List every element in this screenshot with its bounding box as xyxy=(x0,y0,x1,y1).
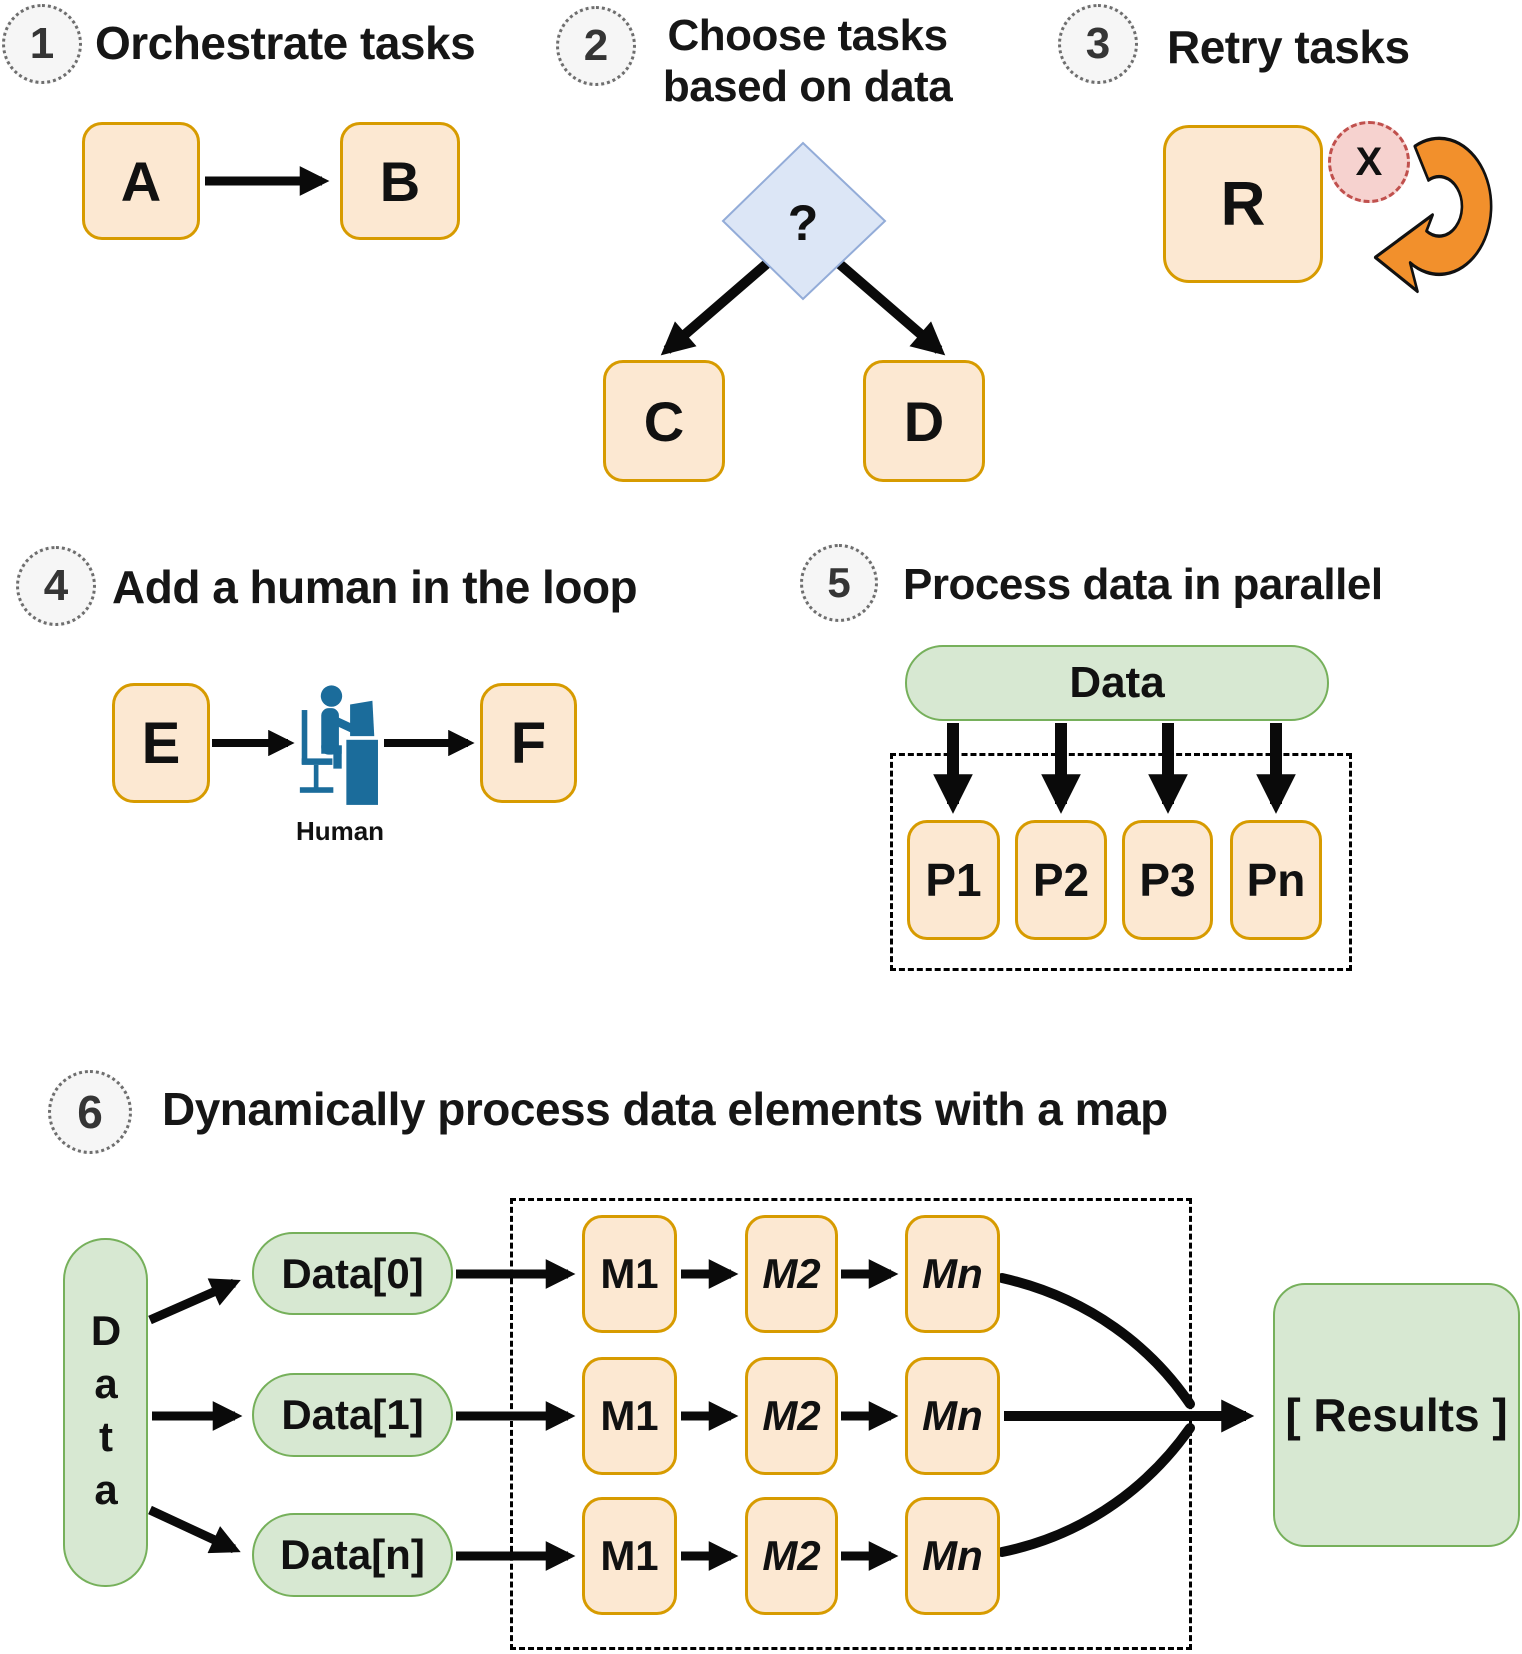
parallel-branch-container xyxy=(890,753,1352,971)
parallel-node-p2: P2 xyxy=(1015,820,1107,940)
task-node-a: A xyxy=(82,122,200,240)
failure-badge: X xyxy=(1328,121,1410,203)
badge-number: 2 xyxy=(583,21,609,70)
map-data-source: Data xyxy=(63,1238,148,1587)
badge-number: 3 xyxy=(1085,19,1111,68)
badge-number: 6 xyxy=(77,1086,103,1138)
map-step-m1-row2: M1 xyxy=(582,1357,677,1475)
section-2-title-line2: based on data xyxy=(662,62,953,112)
map-step-m2-row3: M2 xyxy=(745,1497,838,1615)
task-node-f: F xyxy=(480,683,577,803)
parallel-data-source: Data xyxy=(905,645,1329,721)
map-item-0: Data[0] xyxy=(252,1232,453,1315)
curve-mn-row1-to-results xyxy=(997,1273,1195,1409)
section-4-badge: 4 xyxy=(16,546,96,626)
map-step-m2-row2: M2 xyxy=(745,1357,838,1475)
parallel-node-pn: Pn xyxy=(1230,820,1322,940)
section-3-title: Retry tasks xyxy=(1167,21,1410,73)
badge-number: 5 xyxy=(827,559,851,606)
section-6-badge: 6 xyxy=(48,1070,132,1154)
parallel-node-p1: P1 xyxy=(907,820,1000,940)
section-1-title: Orchestrate tasks xyxy=(95,17,476,69)
parallel-node-p3: P3 xyxy=(1122,820,1213,940)
badge-number: 4 xyxy=(43,561,69,610)
arrow-data-to-itemn xyxy=(148,1505,241,1554)
retry-loop-icon xyxy=(1373,136,1493,294)
map-step-mn-row2: Mn xyxy=(905,1357,1000,1475)
section-1-badge: 1 xyxy=(2,4,82,84)
map-item-n: Data[n] xyxy=(252,1513,453,1597)
task-node-e: E xyxy=(112,683,210,803)
curve-mn-row3-to-results xyxy=(997,1423,1195,1557)
task-node-b: B xyxy=(340,122,460,240)
map-step-mn-row3: Mn xyxy=(905,1497,1000,1615)
task-node-d: D xyxy=(863,360,985,482)
map-step-mn-row1: Mn xyxy=(905,1215,1000,1333)
badge-number: 1 xyxy=(29,19,55,68)
section-3-badge: 3 xyxy=(1058,4,1138,84)
decision-question-label: ? xyxy=(787,195,819,251)
map-step-m1-row1: M1 xyxy=(582,1215,677,1333)
section-2-title: Choose tasks based on data xyxy=(615,10,1000,112)
map-results-node: [ Results ] xyxy=(1273,1283,1520,1547)
section-5-badge: 5 xyxy=(800,544,878,622)
human-at-desk-icon xyxy=(299,685,378,805)
map-item-1: Data[1] xyxy=(252,1373,453,1457)
map-step-m2-row1: M2 xyxy=(745,1215,838,1333)
human-label: Human xyxy=(295,816,385,846)
task-node-r: R xyxy=(1163,125,1323,283)
arrow-data-to-item0 xyxy=(148,1278,241,1325)
section-5-title: Process data in parallel xyxy=(903,560,1383,609)
task-node-c: C xyxy=(603,360,725,482)
section-4-title: Add a human in the loop xyxy=(112,561,638,613)
decision-diamond xyxy=(721,141,887,301)
section-2-title-line1: Choose tasks xyxy=(667,11,948,60)
section-2-badge: 2 xyxy=(556,6,636,86)
section-6-title: Dynamically process data elements with a… xyxy=(162,1083,1168,1135)
map-step-m1-row3: M1 xyxy=(582,1497,677,1615)
